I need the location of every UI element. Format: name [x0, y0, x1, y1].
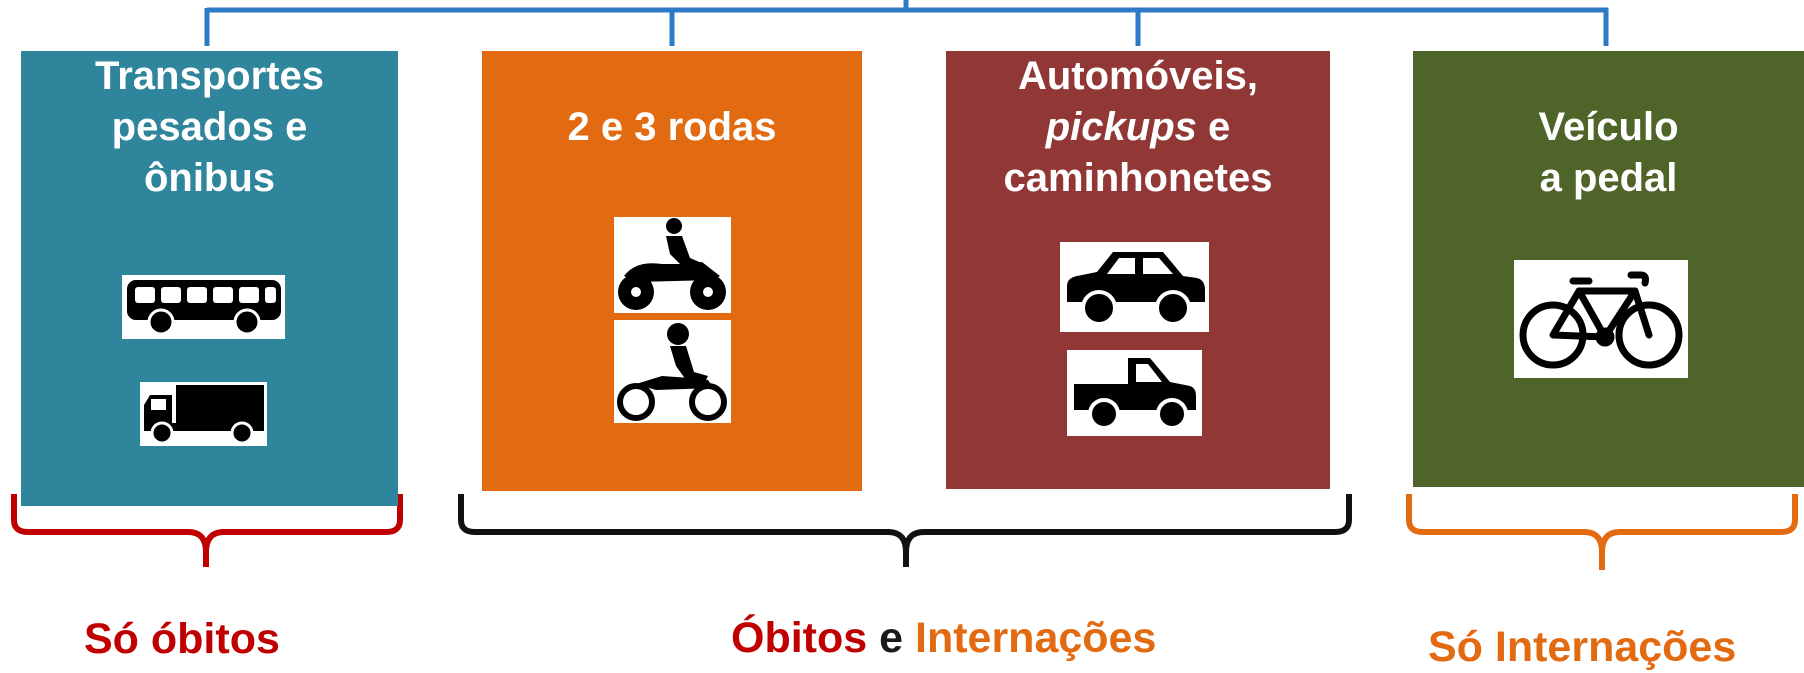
- title-line-2: pickups e: [946, 102, 1330, 153]
- title-line: 2 e 3 rodas: [567, 105, 777, 149]
- title-line: a pedal: [1539, 156, 1678, 200]
- brace-right: [1406, 494, 1798, 570]
- caption-hospitalizations: Internações: [915, 614, 1157, 662]
- title-line: Transportes: [95, 54, 324, 98]
- box-title: Veículo a pedal: [1413, 102, 1804, 204]
- dirt-bike-rider-icon: [614, 320, 731, 423]
- title-line: pesados e: [111, 105, 308, 149]
- box-title: Transportes pesados e ônibus: [21, 51, 398, 204]
- title-word: e: [1208, 105, 1231, 149]
- caption-connector: e: [879, 614, 904, 662]
- pickup-truck-icon: [1067, 350, 1202, 436]
- motorcycle-rider-icon: [614, 217, 731, 313]
- caption-only-deaths: Só óbitos: [84, 615, 280, 663]
- box-bicycle: Veículo a pedal: [1413, 51, 1804, 487]
- title-italic-word: pickups: [1045, 105, 1197, 149]
- box-heavy-transport: Transportes pesados e ônibus: [21, 51, 398, 506]
- connector-tree: [204, 0, 1609, 46]
- box-title: 2 e 3 rodas: [482, 102, 862, 153]
- car-icon: [1060, 242, 1209, 332]
- title-line: ônibus: [143, 156, 276, 200]
- box-two-three-wheels: 2 e 3 rodas: [482, 51, 862, 491]
- title-line: Veículo: [1538, 105, 1679, 149]
- box-cars: Automóveis, pickups e caminhonetes: [946, 51, 1330, 489]
- title-line: caminhonetes: [1003, 156, 1273, 200]
- bus-icon: [122, 275, 285, 339]
- brace-left: [11, 494, 403, 567]
- caption-deaths: Óbitos: [731, 614, 868, 662]
- title-line: Automóveis,: [1017, 54, 1259, 98]
- brace-center: [458, 494, 1352, 567]
- box-title: Automóveis, pickups e caminhonetes: [946, 51, 1330, 204]
- bicycle-icon: [1514, 260, 1688, 378]
- caption-deaths-and-hospitalizations: Óbitos e Internações: [731, 614, 1156, 663]
- caption-only-hospitalizations: Só Internações: [1428, 623, 1737, 671]
- truck-icon: [140, 382, 267, 446]
